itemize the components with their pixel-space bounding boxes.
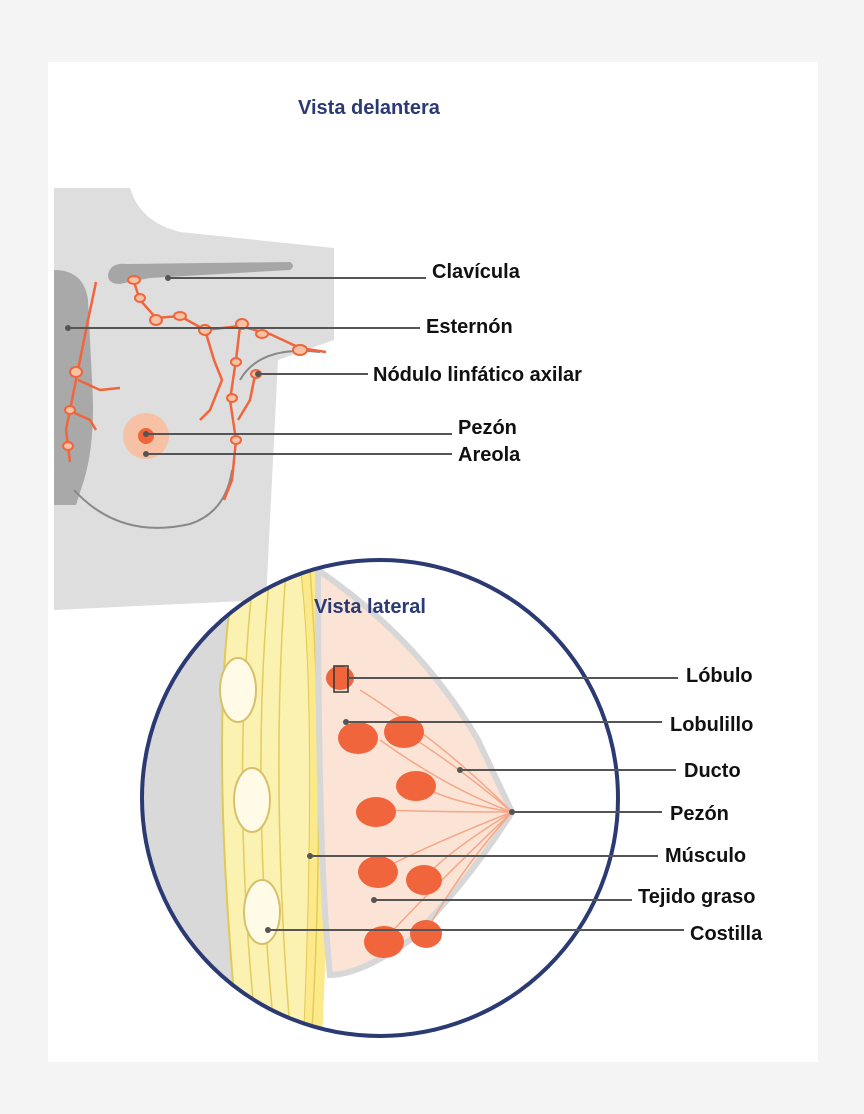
- side-view-circle: [140, 558, 620, 1038]
- label-clavicle: Clavícula: [432, 261, 521, 283]
- breast-outline: [73, 469, 233, 529]
- label-lobe: Lóbulo: [686, 665, 753, 687]
- lobules: [326, 666, 442, 958]
- label-nipple-side: Pezón: [670, 803, 729, 825]
- torso-silhouette: [54, 188, 334, 610]
- lymph-vessels: [64, 281, 327, 501]
- clavicle-bone: [108, 262, 293, 284]
- side-view-title: Vista lateral: [314, 596, 426, 618]
- label-nipple-front: Pezón: [458, 417, 517, 439]
- label-rib: Costilla: [690, 923, 763, 945]
- side-view-leaders: [265, 677, 684, 933]
- label-areola: Areola: [458, 444, 521, 466]
- ribs: [219, 657, 281, 945]
- side-view-illustration: [142, 560, 618, 1036]
- front-view-illustration: [54, 188, 334, 610]
- label-lobule: Lobulillo: [670, 714, 753, 736]
- label-muscle: Músculo: [665, 845, 746, 867]
- label-fatty-tissue: Tejido graso: [638, 886, 755, 908]
- front-view-leaders: [65, 275, 452, 457]
- armpit-outline: [239, 349, 321, 381]
- label-axillary-node: Nódulo linfático axilar: [373, 364, 582, 386]
- label-sternum: Esternón: [426, 316, 513, 338]
- front-view-title: Vista delantera: [298, 97, 441, 119]
- label-duct: Ducto: [684, 760, 741, 782]
